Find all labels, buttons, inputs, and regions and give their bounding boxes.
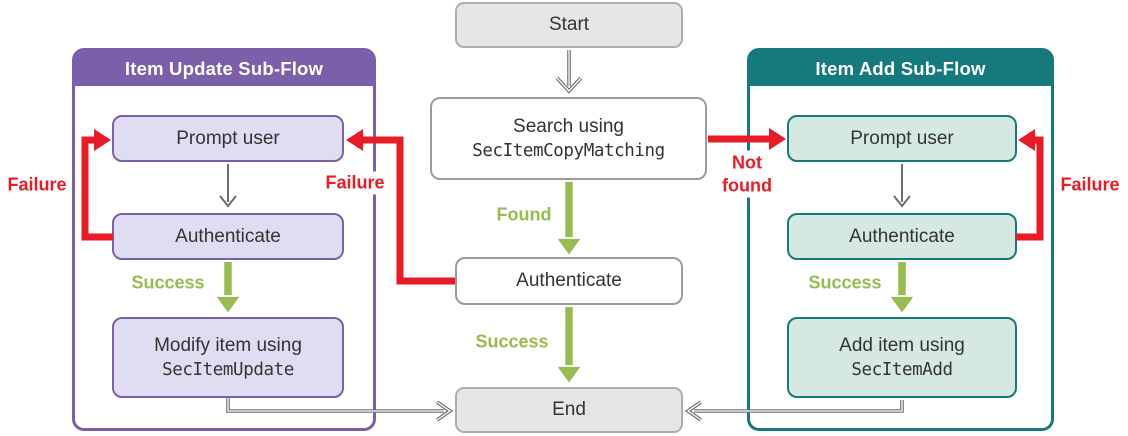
add-action-label: Add item using — [839, 334, 965, 356]
update-prompt-node: Prompt user — [112, 115, 344, 162]
update-prompt-label: Prompt user — [176, 127, 280, 149]
add-authenticate-label: Authenticate — [849, 225, 955, 247]
arrow-found — [554, 182, 584, 258]
start-label: Start — [548, 14, 590, 36]
arrow-not-found — [708, 128, 786, 150]
search-node: Search using SecItemCopyMatching — [430, 97, 707, 180]
arrow-add-action-to-end — [684, 400, 904, 422]
success-label-center: Success — [475, 331, 549, 352]
found-label: Found — [496, 204, 552, 225]
arrow-update-action-to-end — [226, 398, 454, 422]
success-label-update: Success — [131, 272, 205, 293]
not-found-label: Not found — [710, 150, 784, 198]
update-authenticate-node: Authenticate — [112, 213, 344, 260]
arrow-failure-update — [81, 129, 113, 241]
arrow-add-prompt-to-auth — [893, 164, 911, 208]
update-subflow-title: Item Update Sub-Flow — [124, 57, 324, 79]
arrow-success-update — [213, 262, 243, 316]
update-action-api-label: SecItemUpdate — [162, 359, 294, 380]
add-subflow-header: Item Add Sub-Flow — [750, 51, 1051, 86]
success-label-add: Success — [808, 272, 882, 293]
authenticate-node: Authenticate — [455, 257, 683, 305]
add-prompt-label: Prompt user — [850, 127, 954, 149]
arrow-success-center — [554, 307, 584, 386]
search-label: Search using — [513, 115, 624, 137]
add-authenticate-node: Authenticate — [787, 213, 1017, 260]
add-prompt-node: Prompt user — [787, 115, 1017, 162]
end-node: End — [455, 387, 683, 433]
add-subflow-title: Item Add Sub-Flow — [815, 57, 986, 79]
start-node: Start — [455, 2, 683, 48]
add-action-api-label: SecItemAdd — [851, 359, 953, 380]
arrow-start-to-search — [555, 50, 583, 94]
update-authenticate-label: Authenticate — [175, 225, 281, 247]
arrow-success-add — [887, 262, 917, 316]
arrow-failure-add — [1016, 129, 1044, 241]
failure-label-center: Failure — [321, 171, 389, 195]
arrow-failure-center — [346, 129, 455, 285]
failure-label-right: Failure — [1056, 173, 1124, 197]
failure-label-left: Failure — [3, 173, 71, 197]
update-subflow-header: Item Update Sub-Flow — [75, 51, 373, 86]
add-action-node: Add item using SecItemAdd — [787, 317, 1017, 398]
update-action-node: Modify item using SecItemUpdate — [112, 317, 344, 398]
end-label: End — [552, 399, 586, 421]
authenticate-label: Authenticate — [516, 270, 622, 292]
update-action-label: Modify item using — [154, 334, 302, 356]
search-api-label: SecItemCopyMatching — [472, 140, 665, 161]
arrow-update-prompt-to-auth — [219, 164, 237, 208]
